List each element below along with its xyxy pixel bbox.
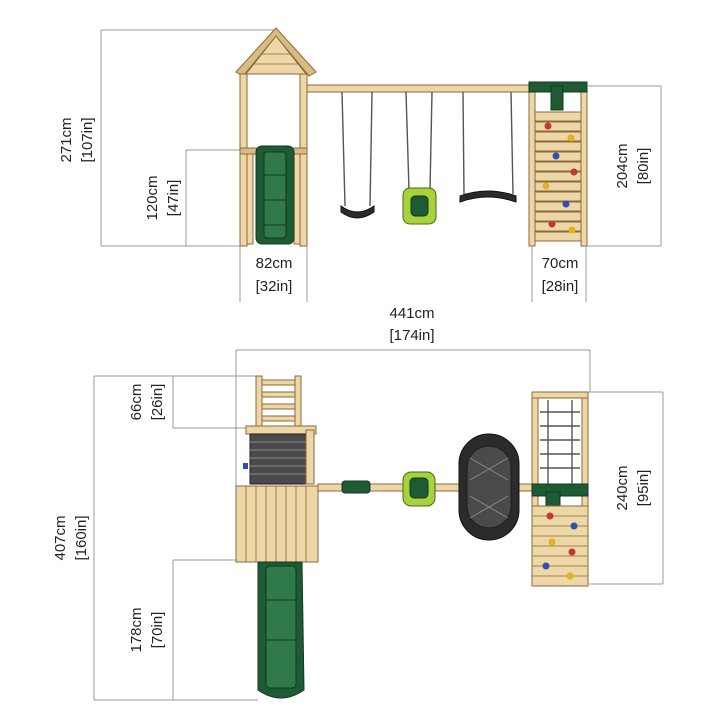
climbing-wall-side-view	[528, 81, 588, 247]
dim-total-depth-imperial: [160in]	[73, 515, 90, 560]
top-view: 441cm [174in] 407cm [160in] 66cm [26in] …	[52, 305, 664, 701]
climbing-frame-top-view	[531, 391, 589, 587]
belt-swing-top-view	[341, 480, 371, 494]
dim-wall-height-metric: 204cm	[614, 143, 631, 188]
tower-post-left	[239, 73, 248, 247]
climbing-holds-top	[542, 512, 578, 580]
dim-total-height-imperial: [107in]	[79, 117, 96, 162]
web-swing	[459, 91, 517, 203]
ladder-top-view	[255, 375, 302, 431]
dim-line-wall-depth	[588, 391, 664, 585]
dim-line-total-depth	[93, 375, 258, 701]
dim-slide-length-imperial: [70in]	[149, 612, 166, 649]
dim-tower-width-metric: 82cm	[256, 255, 293, 272]
toddler-swing-top-view	[402, 471, 436, 507]
dim-line-tower-width	[239, 246, 308, 302]
dim-line-total-height	[100, 29, 276, 247]
dim-total-length-imperial: [174in]	[389, 327, 434, 344]
slide-top-view	[257, 561, 305, 699]
slide-front-view	[255, 145, 295, 245]
dim-line-wall-width	[531, 246, 587, 302]
dim-wall-width-metric: 70cm	[542, 255, 579, 272]
dim-deck-height-metric: 120cm	[144, 175, 161, 220]
dim-total-length-metric: 441cm	[389, 305, 434, 322]
dim-wall-depth-imperial: [95in]	[635, 470, 652, 507]
dim-slide-length-metric: 178cm	[128, 607, 145, 652]
climbing-holds-side	[542, 122, 578, 234]
dim-line-slide-length	[172, 559, 258, 700]
rope-ladder	[540, 400, 580, 484]
dim-total-depth-metric: 407cm	[52, 515, 69, 560]
side-view: 271cm [107in] 120cm [47in]	[58, 27, 662, 302]
tower-top-frame	[243, 425, 317, 485]
dim-ladder-depth-imperial: [26in]	[149, 384, 166, 421]
dim-total-height-metric: 271cm	[58, 117, 75, 162]
belt-swing	[340, 91, 375, 219]
deck-top-view	[235, 485, 319, 563]
dim-wall-width-imperial: [28in]	[542, 278, 579, 295]
dim-wall-height-imperial: [80in]	[635, 148, 652, 185]
dim-wall-depth-metric: 240cm	[614, 465, 631, 510]
dim-line-total-length	[235, 349, 591, 488]
dim-deck-height-imperial: [47in]	[165, 180, 182, 217]
toddler-swing	[402, 91, 437, 225]
dim-line-deck-height	[185, 149, 245, 246]
dim-line-ladder-depth	[172, 376, 246, 429]
wall-planks	[534, 111, 582, 242]
dim-ladder-depth-metric: 66cm	[128, 384, 145, 421]
tower-post-right	[299, 73, 308, 247]
swing-beam	[306, 84, 533, 93]
dim-tower-width-imperial: [32in]	[256, 278, 293, 295]
web-swing-top-view	[458, 433, 520, 541]
dim-line-wall-height	[587, 85, 662, 247]
tower-roof	[235, 27, 317, 77]
